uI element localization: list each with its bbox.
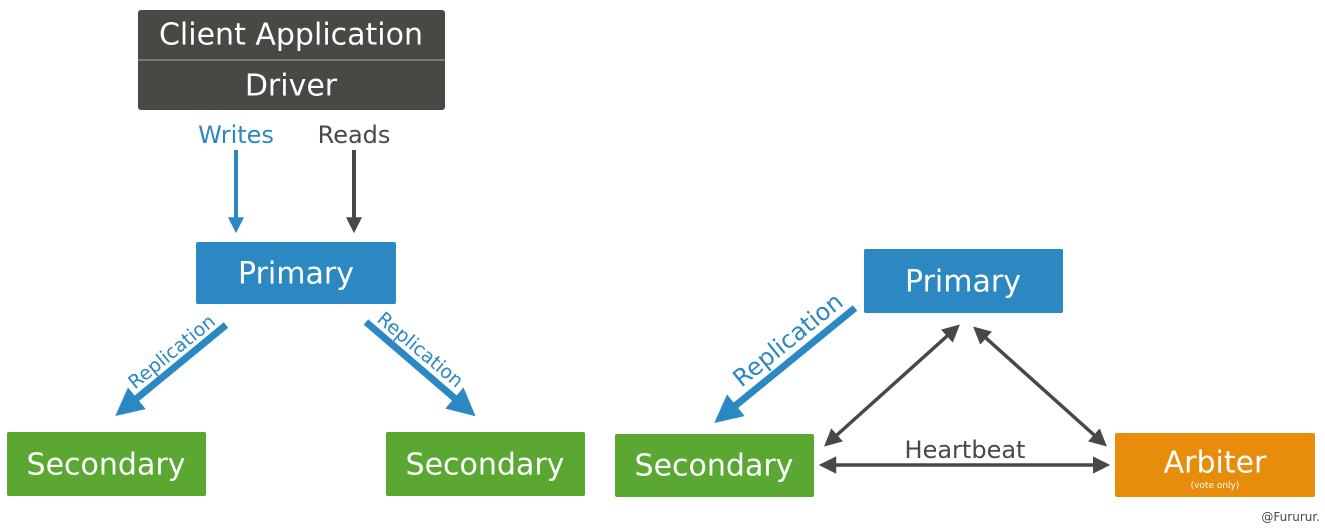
arbiter-label: Arbiter [1164, 446, 1267, 481]
client-application-label: Client Application [159, 18, 423, 53]
replication-arrow-right [363, 319, 476, 417]
reads-label: Reads [318, 121, 391, 149]
writes-label: Writes [198, 121, 274, 149]
heartbeat-label: Heartbeat [905, 436, 1026, 464]
watermark: @Fururur. [1261, 510, 1320, 524]
replication-label-right: Replication [373, 308, 468, 392]
right-primary-box: Primary [864, 249, 1063, 313]
replication-label-left: Replication [124, 310, 220, 393]
secondary-label: Secondary [27, 448, 186, 483]
secondary-label: Secondary [406, 448, 565, 483]
heartbeat-arrow-secondary-primary [824, 324, 960, 447]
secondary-label: Secondary [635, 449, 794, 484]
left-primary-label: Primary [238, 257, 354, 292]
replication-label: Replication [728, 287, 849, 392]
driver-label: Driver [245, 69, 338, 104]
heartbeat-arrow-primary-arbiter [973, 326, 1107, 447]
replication-arrow-left [115, 322, 229, 416]
arbiter-note: (vote only) [1191, 481, 1240, 491]
left-primary-box: Primary [196, 242, 396, 304]
right-primary-label: Primary [905, 265, 1021, 300]
right-secondary-box: Secondary [615, 434, 814, 497]
left-secondary-box-1: Secondary [7, 432, 206, 496]
client-driver-box: Client Application Driver [138, 10, 445, 110]
left-secondary-box-2: Secondary [386, 432, 585, 496]
arbiter-box: Arbiter (vote only) [1115, 433, 1315, 497]
